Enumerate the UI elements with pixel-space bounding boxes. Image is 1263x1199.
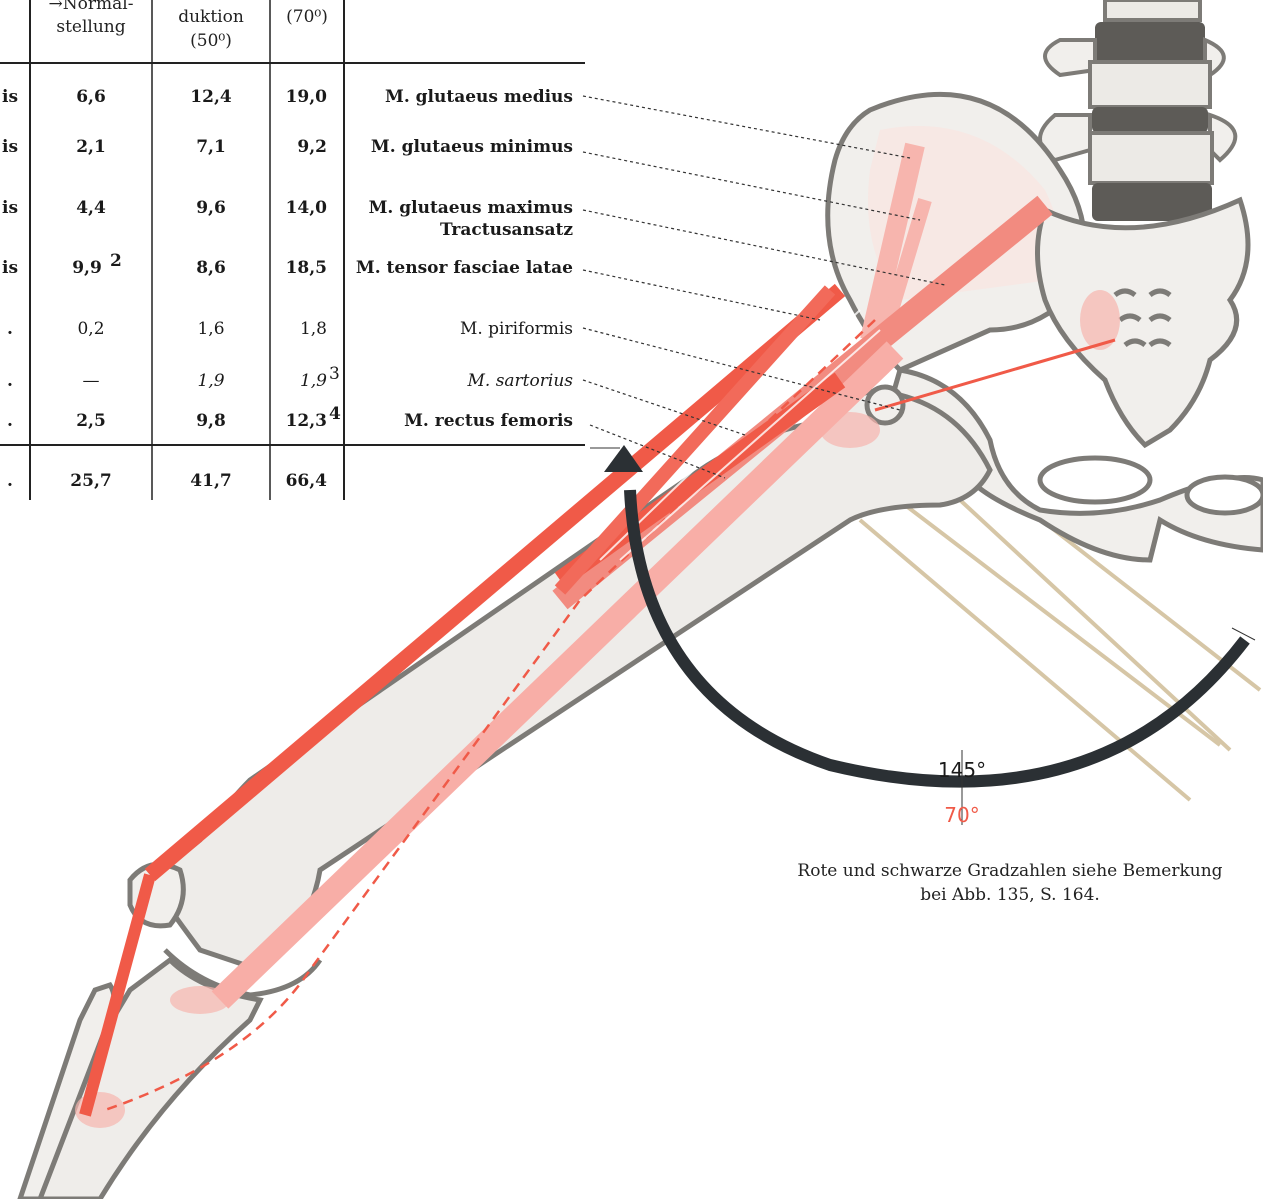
cell-abduktion: 9,6 <box>196 198 226 218</box>
row-stub: is <box>2 198 18 218</box>
table-row: 6,6 12,4 19,0 M. glutaeus medius <box>76 87 573 107</box>
angle-black: 145° <box>938 758 986 782</box>
muscle-label: M. sartorius <box>466 371 573 391</box>
cell-abduktion: 1,6 <box>197 319 224 339</box>
cell-footnote: 3 <box>329 364 340 384</box>
angle-red: 70° <box>944 803 979 827</box>
muscle-label: M. glutaeus medius <box>385 87 573 107</box>
cell-normalstellung: 4,4 <box>76 198 106 218</box>
muscle-label-sub: Tractusansatz <box>440 220 573 240</box>
cell-normalstellung: 9,9 <box>72 258 102 278</box>
cell-normalstellung: 6,6 <box>76 87 106 107</box>
table-total-row: 25,7 41,7 66,4 <box>70 471 327 491</box>
cell-normalstellung: 0,2 <box>77 319 104 339</box>
header-col1-line2: stellung <box>56 17 125 37</box>
cell-abduktion: 12,4 <box>190 87 232 107</box>
cell-summe: 14,0 <box>286 198 328 218</box>
muscle-rectus-femoris <box>220 350 895 1000</box>
sacrum <box>1038 200 1249 445</box>
header-col2-line2: (50⁰) <box>190 31 232 51</box>
cell-normalstellung: 2,5 <box>76 411 106 431</box>
muscle-label: M. rectus femoris <box>404 411 573 431</box>
table-header: →Normal- stellung duktion (50⁰) (70⁰) <box>49 0 328 51</box>
muscle-label: M. glutaeus maximus <box>369 198 573 218</box>
muscle-label: M. piriformis <box>460 319 573 339</box>
row-stub: is <box>2 258 18 278</box>
table-row: 2,1 7,1 9,2 M. glutaeus minimus <box>76 137 573 157</box>
cell-summe: 1,8 <box>300 319 327 339</box>
header-col3-line1: (70⁰) <box>286 7 328 27</box>
row-stubs: is is is is . . . . <box>2 87 18 491</box>
cell-normalstellung: — <box>83 371 100 391</box>
header-col1-line1: →Normal- <box>49 0 134 14</box>
row-stub: is <box>2 87 18 107</box>
cell-summe: 1,9 <box>300 371 327 391</box>
cell-summe: 19,0 <box>286 87 328 107</box>
table-row: 9,9 2 8,6 18,5 M. tensor fasciae latae <box>72 251 573 278</box>
row-stub: . <box>7 411 13 431</box>
cell-abduktion: 9,8 <box>196 411 226 431</box>
row-stub: . <box>7 471 13 491</box>
cell-abduktion: 8,6 <box>196 258 226 278</box>
total-summe: 66,4 <box>286 471 328 491</box>
muscle-label: M. tensor fasciae latae <box>356 258 573 278</box>
figure-caption: Rote und schwarze Gradzahlen siehe Bemer… <box>797 861 1222 905</box>
table-row: 4,4 9,6 14,0 M. glutaeus maximus Tractus… <box>76 198 573 240</box>
cell-summe: 9,2 <box>297 137 327 157</box>
cell-summe: 18,5 <box>286 258 327 278</box>
total-abduktion: 41,7 <box>190 471 231 491</box>
row-stub: is <box>2 137 18 157</box>
cell-abduktion: 7,1 <box>196 137 226 157</box>
row-stub: . <box>7 371 13 391</box>
cell-abduktion: 1,9 <box>197 371 224 391</box>
cell-summe: 12,3 <box>286 411 327 431</box>
caption-line-1: Rote und schwarze Gradzahlen siehe Bemer… <box>797 861 1222 881</box>
cell-normalstellung: 2,1 <box>76 137 106 157</box>
header-col2-line1: duktion <box>178 7 244 27</box>
table-row: — 1,9 1,9 3 M. sartorius <box>83 364 574 391</box>
femur <box>130 387 990 995</box>
row-stub: . <box>7 319 13 339</box>
caption-line-2: bei Abb. 135, S. 164. <box>920 885 1100 905</box>
data-table: →Normal- stellung duktion (50⁰) (70⁰) is… <box>0 0 585 500</box>
cell-footnote: 4 <box>329 404 341 424</box>
anatomy-illustration <box>20 0 1263 1199</box>
cell-footnote: 2 <box>110 251 122 271</box>
muscle-label: M. glutaeus minimus <box>371 137 573 157</box>
total-normalstellung: 25,7 <box>70 471 111 491</box>
table-row: 2,5 9,8 12,3 4 M. rectus femoris <box>76 404 573 431</box>
